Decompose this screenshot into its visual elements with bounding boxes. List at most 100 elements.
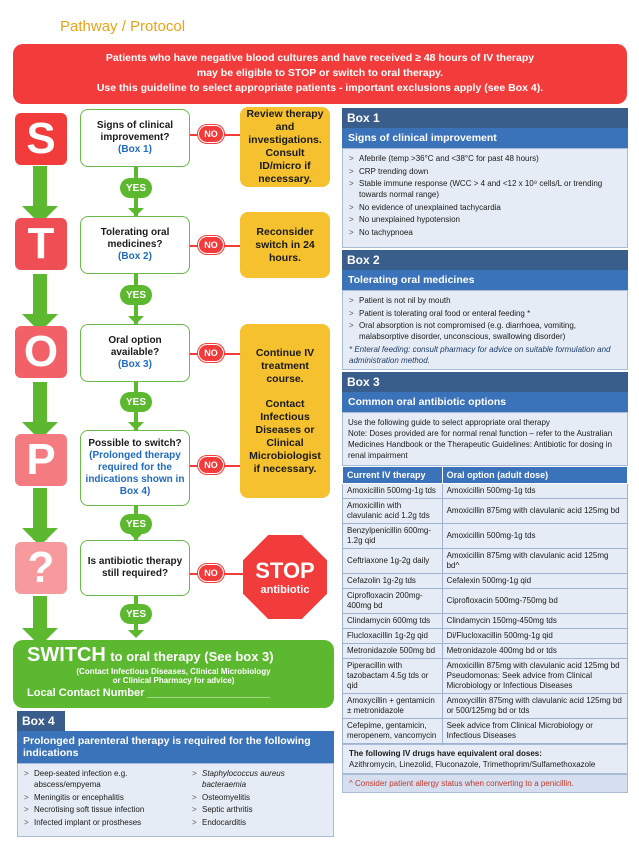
iv-cell: Ceftriaxone 1g-2g daily: [342, 548, 443, 574]
letter-o: O: [15, 326, 67, 378]
down-arrow-icon: [128, 422, 144, 430]
box-2-body: Patient is not nil by mouth Patient is t…: [342, 290, 628, 370]
spine-segment: [33, 488, 47, 540]
table-row: Amoxycillin + gentamicin ± metronidazole…: [342, 693, 629, 719]
yes-badge: YES: [120, 604, 152, 624]
no-badge: NO: [198, 125, 224, 143]
down-arrow-icon: [128, 630, 144, 638]
list-item: Osteomyelitis: [192, 792, 327, 803]
equivalent-doses: The following IV drugs have equivalent o…: [342, 744, 628, 774]
table-row: Piperacillin with tazobactam 4.5g tds or…: [342, 658, 629, 694]
question-possible-switch: Possible to switch? (Prolonged therapy r…: [80, 430, 190, 506]
iv-cell: Amoxicillin 500mg-1g tds: [342, 483, 443, 499]
iv-cell: Amoxycillin + gentamicin ± metronidazole: [342, 693, 443, 719]
box-4-body: Deep-seated infection e.g. abscess/empye…: [17, 763, 334, 837]
list-item: Staphylococcus aureus bacteraemia: [192, 768, 327, 790]
action-review-therapy: Review therapy and investigations. Consu…: [240, 107, 330, 187]
iv-cell: Cefepime, gentamicin, meropenem, vancomy…: [342, 718, 443, 744]
box-reference: (Prolonged therapy required for the indi…: [85, 450, 185, 497]
continue-iv-text: Continue IV treatment course.: [255, 346, 315, 385]
list-item: Deep-seated infection e.g. abscess/empye…: [24, 768, 186, 790]
box-2: Box 2 Tolerating oral medicines Patient …: [342, 250, 628, 370]
box-4: Box 4 Prolonged parenteral therapy is re…: [17, 711, 334, 837]
oral-cell: Amoxicillin 500mg-1g tds: [441, 523, 629, 549]
action-continue-iv: Continue IV treatment course. Contact In…: [240, 324, 330, 498]
box-3-intro: Use the following guide to select approp…: [342, 412, 628, 466]
iv-cell: Flucloxacillin 1g-2g qid: [342, 628, 443, 644]
spine-segment: [33, 596, 47, 636]
iv-cell: Amoxicillin with clavulanic acid 1.2g td…: [342, 498, 443, 524]
box-reference: (Box 1): [118, 144, 152, 155]
list-item: Patient is not nil by mouth: [349, 295, 621, 306]
banner-line-3: Use this guideline to select appropriate…: [96, 82, 544, 94]
stop-subtitle: antibiotic: [260, 584, 310, 596]
box-3-title: Common oral antibiotic options: [342, 392, 628, 412]
box-1-label: Box 1: [342, 108, 628, 128]
list-item: Endocarditis: [192, 817, 327, 828]
iv-cell: Benzylpenicillin 600mg-1.2g qid: [342, 523, 443, 549]
spine-segment: [33, 382, 47, 432]
list-item: Afebrile (temp >36°C and <38°C for past …: [349, 153, 621, 164]
question-clinical-improvement: Signs of clinical improvement? (Box 1): [80, 109, 190, 167]
question-text: Is antibiotic therapy still required?: [87, 556, 183, 579]
list-item: Oral absorption is not compromised (e.g.…: [349, 320, 621, 342]
list-item: Necrotising soft tissue infection: [24, 804, 186, 815]
page-title: Pathway / Protocol: [60, 18, 186, 35]
letter-s: S: [15, 113, 67, 165]
question-oral-option: Oral option available? (Box 3): [80, 324, 190, 382]
question-tolerating-oral: Tolerating oral medicines? (Box 2): [80, 216, 190, 274]
oral-cell: Amoxycillin 875mg with clavulanic acid 1…: [441, 693, 629, 719]
oral-cell: Amoxicillin 875mg with clavulanic acid 1…: [441, 548, 629, 574]
iv-cell: Clindamycin 600mg tds: [342, 613, 443, 629]
no-badge: NO: [198, 456, 224, 474]
box-2-label: Box 2: [342, 250, 628, 270]
box-1: Box 1 Signs of clinical improvement Afeb…: [342, 108, 628, 248]
oral-cell: Clindamycin 150mg-450mg tds: [441, 613, 629, 629]
yes-badge: YES: [120, 514, 152, 534]
table-row: Cefepime, gentamicin, meropenem, vancomy…: [342, 718, 629, 744]
list-item: Meningitis or encephalitis: [24, 792, 186, 803]
yes-badge: YES: [120, 285, 152, 305]
list-item: No tachypnoea: [349, 227, 621, 238]
box-4-title: Prolonged parenteral therapy is required…: [17, 731, 334, 763]
list-item: Patient is tolerating oral food or enter…: [349, 308, 621, 319]
yes-badge: YES: [120, 392, 152, 412]
down-arrow-icon: [128, 316, 144, 324]
switch-note-2: or Clinical Pharmacy for advice): [112, 676, 235, 685]
question-still-required: Is antibiotic therapy still required?: [80, 540, 190, 596]
oral-cell: Amoxicillin 875mg with clavulanic acid 1…: [441, 658, 629, 694]
question-text: Possible to switch?: [88, 438, 182, 449]
question-text: Tolerating oral medicines?: [100, 227, 170, 250]
letter-question: ?: [15, 542, 67, 594]
oral-cell: Amoxicillin 875mg with clavulanic acid 1…: [441, 498, 629, 524]
no-badge: NO: [198, 236, 224, 254]
antibiotic-table: Current IV therapy Oral option (adult do…: [342, 466, 629, 744]
table-row: Amoxicillin with clavulanic acid 1.2g td…: [342, 498, 629, 524]
banner-line-1: Patients who have negative blood culture…: [105, 52, 535, 64]
down-arrow-icon: [128, 532, 144, 540]
list-item: Infected implant or prostheses: [24, 817, 186, 828]
oral-cell: Seek advice from Clinical Microbiology o…: [441, 718, 629, 744]
switch-subtitle: to oral therapy (See box 3): [110, 649, 274, 664]
stop-antibiotic-sign: STOP antibiotic: [243, 535, 327, 619]
question-text: Signs of clinical improvement?: [96, 120, 174, 143]
header-banner: Patients who have negative blood culture…: [13, 44, 627, 104]
spine-segment: [33, 274, 47, 324]
oral-cell: Ciprofloxacin 500mg-750mg bd: [441, 588, 629, 614]
yes-badge: YES: [120, 178, 152, 198]
box-3-label: Box 3: [342, 372, 628, 392]
question-text: Oral option available?: [108, 335, 162, 358]
equivalent-title: The following IV drugs have equivalent o…: [349, 749, 542, 758]
list-item: No unexplained hypotension: [349, 214, 621, 225]
box-reference: (Box 2): [118, 251, 152, 262]
list-item: Stable immune response (WCC > 4 and <12 …: [349, 178, 621, 200]
iv-cell: Piperacillin with tazobactam 4.5g tds or…: [342, 658, 443, 694]
stop-title: STOP: [255, 558, 315, 583]
box-2-title: Tolerating oral medicines: [342, 270, 628, 290]
